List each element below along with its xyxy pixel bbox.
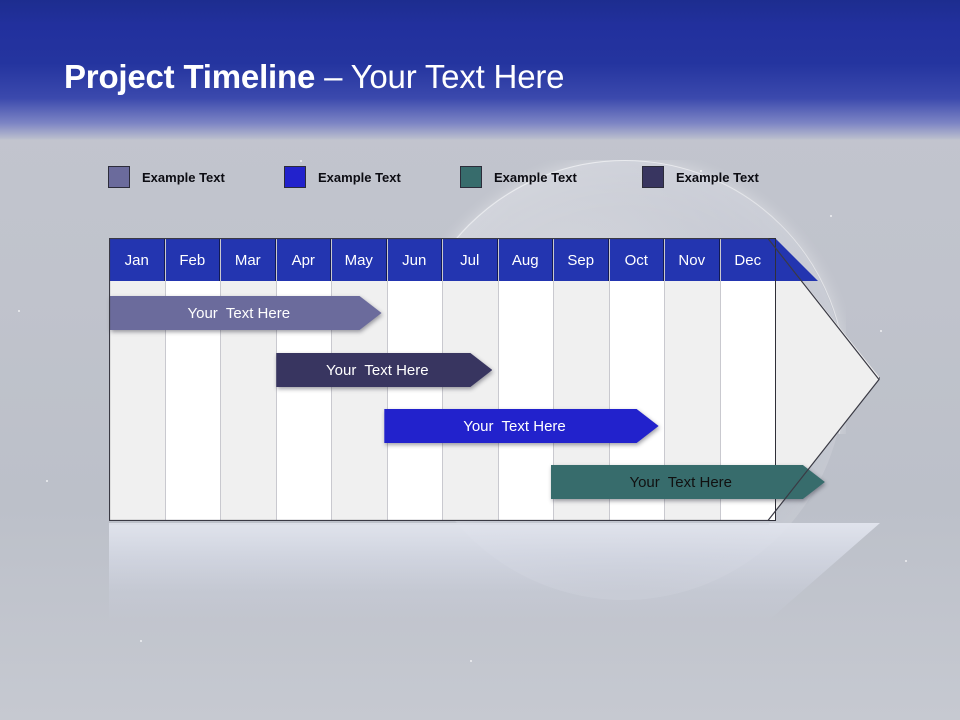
task-bar-shape <box>551 465 825 499</box>
legend-swatch-icon <box>642 166 664 188</box>
month-column-aug: Aug <box>498 239 554 520</box>
legend: Example Text Example Text Example Text E… <box>108 166 808 196</box>
month-cell-jul <box>443 281 498 520</box>
star-speck <box>18 310 20 312</box>
legend-swatch-icon <box>460 166 482 188</box>
month-cell-aug <box>498 281 553 520</box>
month-header-mar[interactable]: Mar <box>221 239 276 281</box>
legend-item-label: Example Text <box>142 169 225 185</box>
month-header-jul[interactable]: Jul <box>443 239 498 281</box>
star-speck <box>140 640 142 642</box>
legend-item-label: Example Text <box>318 169 401 185</box>
month-column-feb: Feb <box>165 239 221 520</box>
task-bar-shape <box>110 296 382 330</box>
title-banner: Project Timeline – Your Text Here <box>0 0 960 140</box>
month-header-nov[interactable]: Nov <box>665 239 720 281</box>
task-bar-shape <box>384 409 658 443</box>
page-title-bold: Project Timeline <box>64 58 316 95</box>
task-bar[interactable]: Your Text Here <box>384 409 658 443</box>
star-speck <box>880 330 882 332</box>
legend-swatch-icon <box>108 166 130 188</box>
task-bar[interactable]: Your Text Here <box>110 296 382 330</box>
timeline-header-wedge <box>775 238 818 281</box>
reflection-gradient <box>109 523 880 621</box>
star-speck <box>830 215 832 217</box>
legend-item-label: Example Text <box>494 169 577 185</box>
chart-reflection <box>109 523 880 621</box>
star-speck <box>300 160 302 162</box>
month-header-aug[interactable]: Aug <box>498 239 553 281</box>
month-header-jun[interactable]: Jun <box>387 239 442 281</box>
month-header-apr[interactable]: Apr <box>276 239 331 281</box>
legend-item[interactable]: Example Text <box>642 166 759 188</box>
month-header-jan[interactable]: Jan <box>110 239 165 281</box>
reflection-edge-line <box>109 523 769 525</box>
page-title: Project Timeline – Your Text Here <box>64 58 564 96</box>
task-bar[interactable]: Your Text Here <box>276 353 492 387</box>
month-header-oct[interactable]: Oct <box>609 239 664 281</box>
month-column-mar: Mar <box>221 239 277 520</box>
legend-swatch-icon <box>284 166 306 188</box>
legend-item[interactable]: Example Text <box>108 166 225 188</box>
month-header-sep[interactable]: Sep <box>554 239 609 281</box>
month-cell-jun <box>387 281 442 520</box>
month-column-jan: Jan <box>110 239 166 520</box>
month-header-dec[interactable]: Dec <box>720 239 775 281</box>
task-bar-shape <box>276 353 492 387</box>
legend-item[interactable]: Example Text <box>460 166 577 188</box>
legend-item[interactable]: Example Text <box>284 166 401 188</box>
page-title-rest: – Your Text Here <box>315 58 565 95</box>
month-header-may[interactable]: May <box>332 239 387 281</box>
legend-item-label: Example Text <box>676 169 759 185</box>
star-speck <box>470 660 472 662</box>
star-speck <box>905 560 907 562</box>
task-bar[interactable]: Your Text Here <box>551 465 825 499</box>
month-header-feb[interactable]: Feb <box>165 239 220 281</box>
star-speck <box>46 480 48 482</box>
